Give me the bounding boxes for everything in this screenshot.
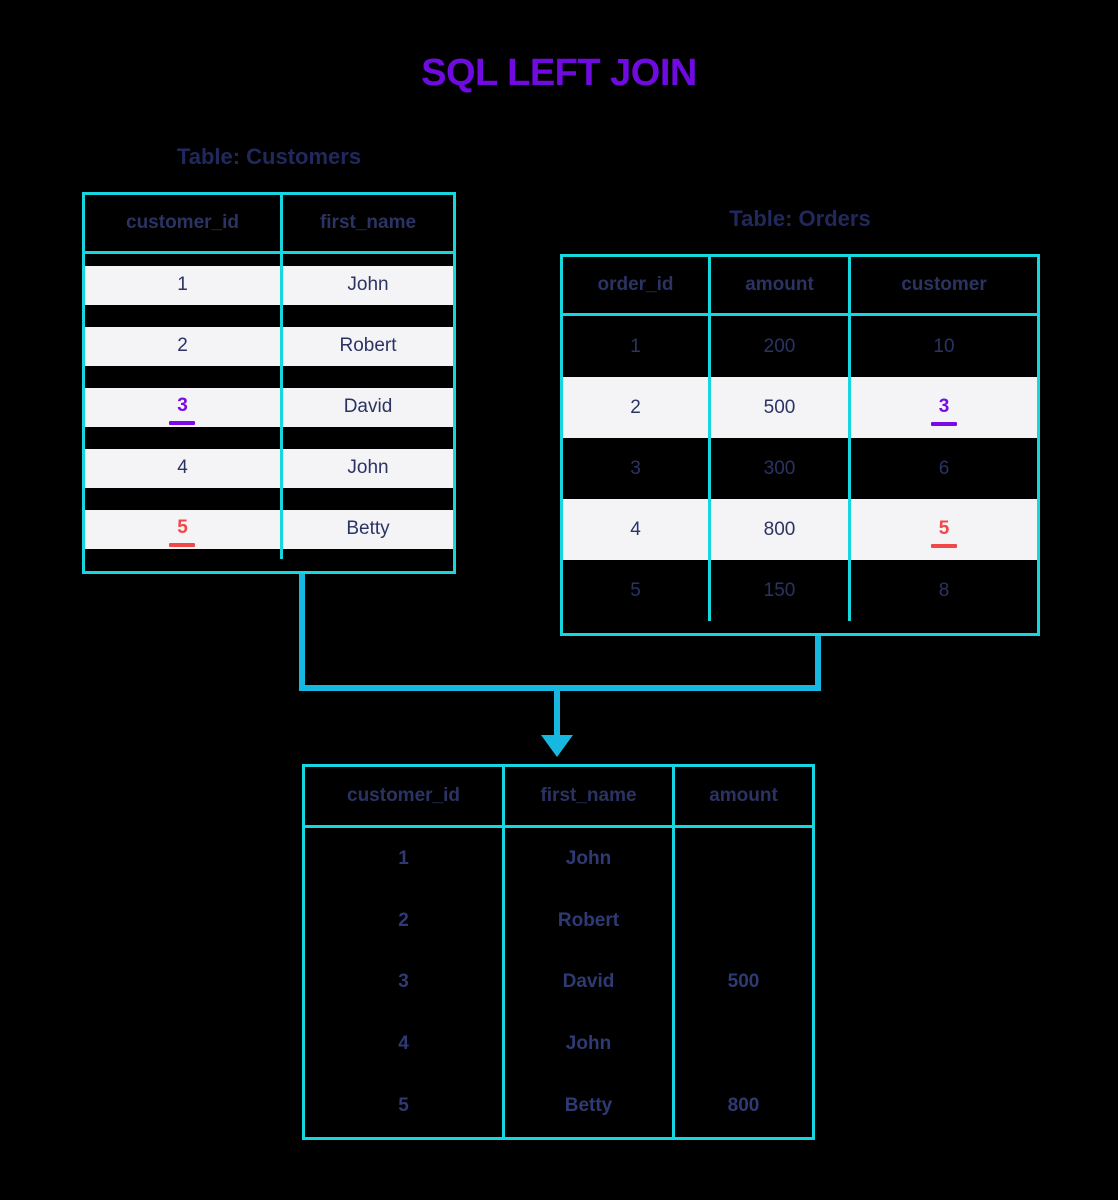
customers-cell-first-name: John (280, 254, 453, 315)
result-header-row: customer_id first_name amount (305, 767, 812, 828)
result-body: 1 John 2 Robert 3 David 500 4 John 5 (305, 828, 812, 1137)
connector-line-right (815, 636, 821, 691)
orders-cell-order-id: 3 (630, 457, 641, 479)
result-cell-first-name: Betty (502, 1075, 672, 1137)
orders-cell-customer: 3 (848, 377, 1037, 438)
orders-cell-order-id: 5 (630, 579, 641, 601)
table-row: 1 John (85, 254, 453, 315)
result-cell-customer-id: 2 (398, 909, 409, 931)
customers-body: 1 John 2 Robert (85, 254, 453, 571)
row-stripe (283, 388, 453, 427)
orders-header-order-id: order_id (597, 274, 674, 295)
result-header-amount: amount (672, 767, 812, 825)
orders-body: 1 200 10 2 500 3 3 300 6 4 800 5 (563, 316, 1037, 633)
orders-cell-order-id: 2 (630, 396, 641, 418)
orders-cell-customer: 10 (848, 316, 1037, 377)
orders-header-amount: amount (708, 257, 848, 313)
orders-cell-customer: 6 (848, 438, 1037, 499)
table-row: 2 500 3 (563, 377, 1037, 438)
orders-header-row: order_id amount customer (563, 257, 1037, 316)
row-stripe (283, 510, 453, 549)
customers-cell-customer-id: 3 (85, 376, 280, 437)
result-cell-customer-id: 5 (398, 1095, 409, 1117)
result-header-customer-id: customer_id (347, 785, 460, 806)
table-row: 1 John (305, 828, 812, 890)
connector-line-down (554, 691, 560, 741)
customers-header-first-name: first_name (280, 195, 453, 251)
table-row: 4 800 5 (563, 499, 1037, 560)
row-stripe (85, 449, 280, 488)
table-row: 1 200 10 (563, 316, 1037, 377)
arrow-down-icon (541, 735, 573, 757)
row-stripe (283, 449, 453, 488)
customers-header-row: customer_id first_name (85, 195, 453, 254)
table-row: 4 John (305, 1013, 812, 1076)
customers-header-customer-id: customer_id (126, 212, 239, 233)
customers-table: customer_id first_name 1 John 2 (82, 192, 456, 574)
result-cell-first-name: Robert (502, 889, 672, 952)
orders-cell-order-id: 4 (630, 518, 641, 540)
orders-cell-amount: 500 (708, 377, 848, 438)
table-row: 3 David 500 (305, 951, 812, 1014)
table-row: 5 Betty 800 (305, 1075, 812, 1137)
orders-table-caption: Table: Orders (729, 206, 871, 231)
orders-cell-customer: 5 (848, 499, 1037, 560)
result-table: customer_id first_name amount 1 John 2 R… (302, 764, 815, 1140)
customers-cell-first-name: David (280, 376, 453, 437)
result-header-first-name: first_name (502, 767, 672, 825)
page-title: SQL LEFT JOIN (421, 52, 697, 94)
orders-cell-amount: 800 (708, 499, 848, 560)
row-stripe (85, 266, 280, 305)
orders-cell-amount: 300 (708, 438, 848, 499)
result-cell-amount (672, 828, 812, 890)
result-cell-amount (672, 889, 812, 952)
customers-cell-customer-id: 2 (85, 315, 280, 376)
result-cell-amount: 500 (672, 951, 812, 1014)
table-row: 4 John (85, 437, 453, 498)
result-cell-customer-id: 3 (398, 971, 409, 993)
row-stripe (283, 266, 453, 305)
row-stripe (85, 327, 280, 366)
result-cell-first-name: John (502, 1013, 672, 1076)
customers-cell-customer-id: 5 (85, 498, 280, 559)
orders-cell-amount: 150 (708, 560, 848, 621)
highlight-key-red: 5 (939, 518, 950, 542)
orders-cell-amount: 200 (708, 316, 848, 377)
table-row: 2 Robert (85, 315, 453, 376)
orders-header-customer: customer (848, 257, 1037, 313)
customers-cell-first-name: Betty (280, 498, 453, 559)
customers-cell-first-name: John (280, 437, 453, 498)
customers-table-caption: Table: Customers (176, 144, 362, 169)
orders-cell-customer: 8 (848, 560, 1037, 621)
highlight-key-red: 5 (177, 517, 188, 541)
customers-cell-customer-id: 1 (85, 254, 280, 315)
table-row: 5 150 8 (563, 560, 1037, 621)
orders-cell-order-id: 1 (630, 335, 641, 357)
customers-cell-first-name: Robert (280, 315, 453, 376)
connector-line-left (299, 574, 305, 691)
table-row: 5 Betty (85, 498, 453, 559)
highlight-key-purple: 3 (939, 396, 950, 420)
table-row: 2 Robert (305, 889, 812, 952)
table-row: 3 300 6 (563, 438, 1037, 499)
highlight-key-purple: 3 (177, 395, 188, 419)
table-row: 3 David (85, 376, 453, 437)
customers-cell-customer-id: 4 (85, 437, 280, 498)
result-cell-amount: 800 (672, 1075, 812, 1137)
result-cell-amount (672, 1013, 812, 1076)
connector-line-horizontal (299, 685, 821, 691)
result-cell-first-name: David (502, 951, 672, 1014)
result-cell-first-name: John (502, 828, 672, 890)
result-cell-customer-id: 4 (398, 1033, 409, 1055)
orders-table: order_id amount customer 1 200 10 2 500 … (560, 254, 1040, 636)
row-stripe (283, 327, 453, 366)
result-cell-customer-id: 1 (398, 847, 409, 869)
